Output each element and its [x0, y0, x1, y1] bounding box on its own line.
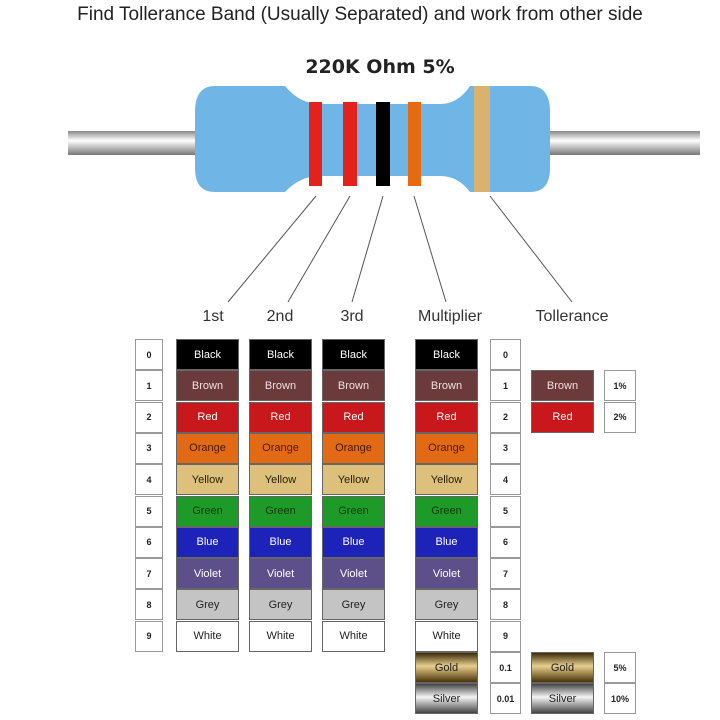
resistor-band-4 — [408, 102, 421, 186]
band2-color-cell: Violet — [249, 558, 312, 590]
multiplier-color-cell: Orange — [415, 432, 478, 464]
multiplier-color-cell: Blue — [415, 526, 478, 558]
tolerance-value-cell: 5% — [604, 652, 636, 683]
band2-color-cell: Yellow — [249, 464, 312, 496]
tolerance-value-cell: 2% — [604, 401, 636, 433]
resistor-band-2 — [343, 102, 357, 186]
resistor-value-label: 220K Ohm 5% — [305, 56, 455, 78]
tolerance-color-cell: Gold — [531, 652, 594, 683]
tolerance-color-cell: Silver — [531, 683, 594, 715]
multiplier-color-cell: Gold — [415, 652, 478, 683]
band3-color-cell: Orange — [322, 432, 385, 464]
multiplier-value-cell: 8 — [490, 589, 521, 621]
multiplier-color-cell: Silver — [415, 683, 478, 715]
band2-color-cell: Grey — [249, 589, 312, 621]
band1-color-cell: Blue — [176, 526, 239, 558]
band3-color-cell: Red — [322, 401, 385, 433]
multiplier-value-cell: 0 — [490, 339, 521, 370]
multiplier-color-cell: Red — [415, 401, 478, 433]
multiplier-value-cell: 1 — [490, 370, 521, 402]
multiplier-value-cell: 5 — [490, 495, 521, 527]
multiplier-color-cell: Grey — [415, 589, 478, 621]
band3-color-cell: Green — [322, 495, 385, 527]
band1-color-cell: Orange — [176, 432, 239, 464]
digit-cell: 8 — [135, 589, 163, 621]
multiplier-color-cell: White — [415, 620, 478, 652]
digit-cell: 6 — [135, 526, 163, 558]
band1-color-cell: White — [176, 620, 239, 652]
multiplier-value-cell: 9 — [490, 620, 521, 652]
multiplier-value-cell: 3 — [490, 432, 521, 464]
band1-color-cell: Black — [176, 339, 239, 370]
column-label-2nd: 2nd — [266, 308, 294, 325]
multiplier-color-cell: Yellow — [415, 464, 478, 496]
digit-cell: 0 — [135, 339, 163, 370]
leader-lines — [227, 195, 573, 303]
resistor-band-3 — [376, 102, 390, 186]
band3-color-cell: White — [322, 620, 385, 652]
multiplier-value-cell: 7 — [490, 558, 521, 590]
band2-color-cell: Blue — [249, 526, 312, 558]
column-label-tolerance: Tollerance — [535, 308, 609, 325]
tolerance-color-cell: Red — [531, 401, 594, 433]
column-label-1st: 1st — [202, 308, 224, 325]
band3-color-cell: Blue — [322, 526, 385, 558]
band2-color-cell: Brown — [249, 370, 312, 402]
band1-color-cell: Brown — [176, 370, 239, 402]
resistor-band-1 — [309, 102, 322, 186]
band1-color-cell: Green — [176, 495, 239, 527]
multiplier-value-cell: 0.1 — [490, 652, 521, 683]
band3-color-cell: Violet — [322, 558, 385, 590]
multiplier-color-cell: Brown — [415, 370, 478, 402]
band3-color-cell: Grey — [322, 589, 385, 621]
multiplier-value-cell: 2 — [490, 401, 521, 433]
digit-cell: 7 — [135, 558, 163, 590]
band2-color-cell: Black — [249, 339, 312, 370]
band2-color-cell: Orange — [249, 432, 312, 464]
digit-cell: 9 — [135, 620, 163, 652]
multiplier-value-cell: 0.01 — [490, 683, 521, 715]
multiplier-color-cell: Violet — [415, 558, 478, 590]
digit-cell: 3 — [135, 432, 163, 464]
band1-color-cell: Violet — [176, 558, 239, 590]
diagram-title: Find Tollerance Band (Usually Separated)… — [77, 4, 643, 25]
band1-color-cell: Red — [176, 401, 239, 433]
band2-color-cell: Red — [249, 401, 312, 433]
multiplier-color-cell: Black — [415, 339, 478, 370]
digit-cell: 2 — [135, 401, 163, 433]
tolerance-value-cell: 10% — [604, 683, 636, 715]
band1-color-cell: Grey — [176, 589, 239, 621]
column-label-multiplier: Multiplier — [417, 308, 482, 325]
multiplier-color-cell: Green — [415, 495, 478, 527]
band2-color-cell: Green — [249, 495, 312, 527]
band3-color-cell: Yellow — [322, 464, 385, 496]
tolerance-color-cell: Brown — [531, 370, 594, 402]
column-label-3rd: 3rd — [340, 308, 364, 325]
tolerance-value-cell: 1% — [604, 370, 636, 402]
resistor-band-5 — [474, 86, 490, 192]
band2-color-cell: White — [249, 620, 312, 652]
band1-color-cell: Yellow — [176, 464, 239, 496]
digit-cell: 1 — [135, 370, 163, 402]
resistor-body — [195, 86, 550, 192]
band3-color-cell: Black — [322, 339, 385, 370]
band3-color-cell: Brown — [322, 370, 385, 402]
multiplier-value-cell: 4 — [490, 464, 521, 496]
digit-cell: 5 — [135, 495, 163, 527]
digit-cell: 4 — [135, 464, 163, 496]
multiplier-value-cell: 6 — [490, 526, 521, 558]
resistor-illustration — [68, 86, 700, 303]
